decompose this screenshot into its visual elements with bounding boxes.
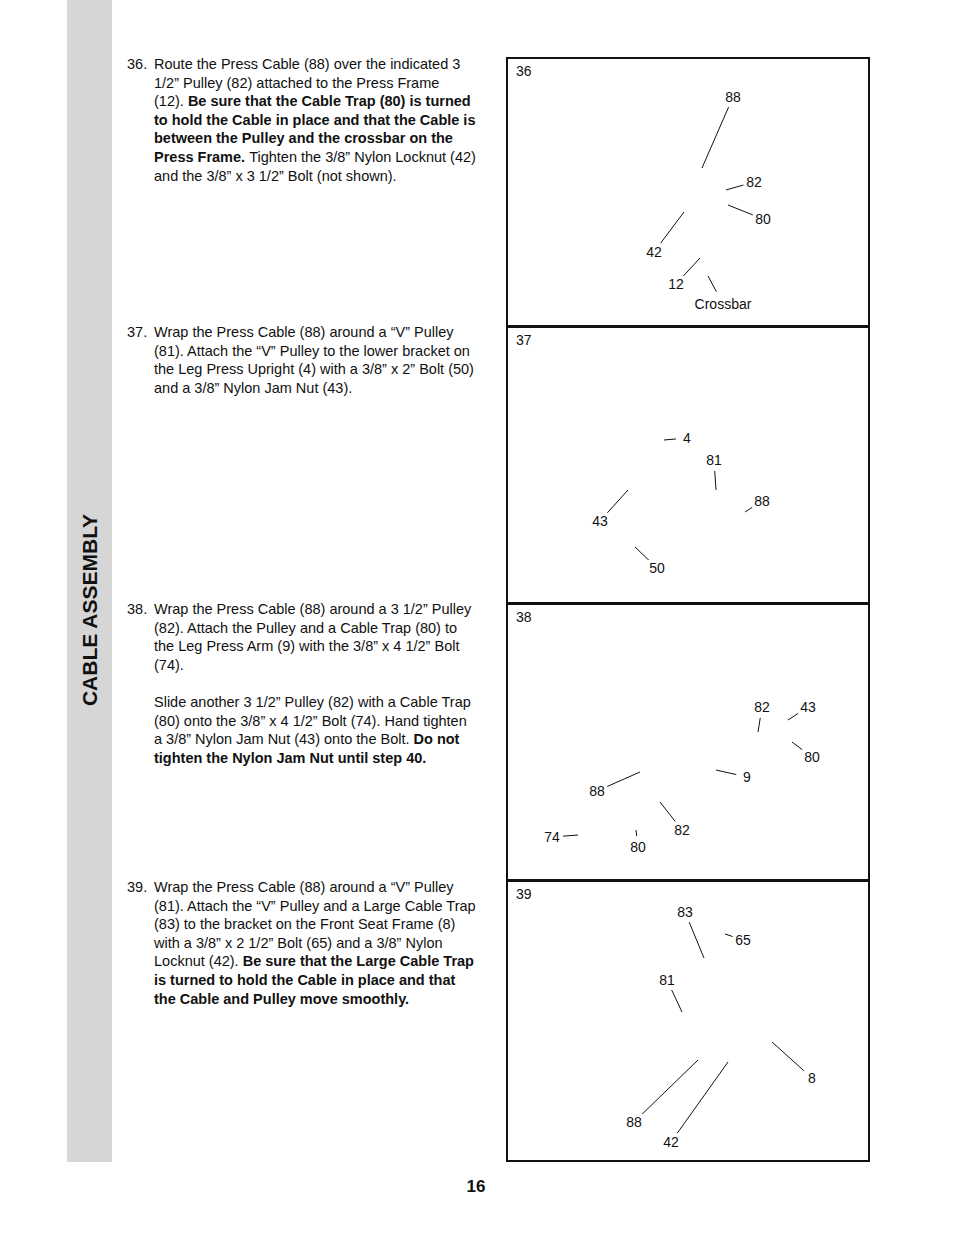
leader-line — [642, 1060, 698, 1114]
callout-number: 65 — [733, 932, 753, 948]
callout-number: 80 — [753, 211, 773, 227]
leader-line — [772, 1042, 804, 1071]
callout-number: 42 — [644, 244, 664, 260]
callout-number: 50 — [647, 560, 667, 576]
callout-number: 82 — [752, 699, 772, 715]
leader-line — [725, 934, 733, 937]
leader-line — [715, 471, 716, 490]
leader-line — [758, 718, 760, 732]
callout-number: 82 — [744, 174, 764, 190]
step-text: Wrap the Press Cable (88) around a “V” P… — [154, 323, 478, 397]
callout-number: 4 — [681, 430, 693, 446]
instruction-text: Wrap the Press Cable (88) around a 3 1/2… — [154, 601, 471, 673]
callout-number: 8 — [806, 1070, 818, 1086]
leader-line — [726, 185, 743, 190]
callout-number: 43 — [798, 699, 818, 715]
figure-panel: 39 — [506, 880, 870, 1162]
callout-number: 83 — [675, 904, 695, 920]
step-number: 37. — [127, 323, 147, 342]
page-number: 16 — [467, 1177, 486, 1197]
section-band: CABLE ASSEMBLY — [67, 0, 112, 1162]
step-text: Wrap the Press Cable (88) around a “V” P… — [154, 878, 478, 1008]
leader-line — [660, 802, 675, 821]
callout-number: 88 — [624, 1114, 644, 1130]
leader-line — [716, 770, 736, 775]
leader-line — [607, 490, 628, 513]
callout-number: 88 — [723, 89, 743, 105]
callout-number: 82 — [672, 822, 692, 838]
step-number: 36. — [127, 55, 147, 74]
step-text: Route the Press Cable (88) over the indi… — [154, 55, 478, 185]
figure-number: 39 — [516, 886, 532, 902]
figure-panel: 36 — [506, 57, 870, 327]
figure-panel: 37 — [506, 326, 870, 604]
callout-number: 80 — [628, 839, 648, 855]
callout-number: 88 — [587, 783, 607, 799]
callout-number: 9 — [741, 769, 753, 785]
callout-number: 12 — [666, 276, 686, 292]
leader-line — [664, 439, 676, 440]
step-number: 38. — [127, 600, 147, 619]
leader-line — [708, 276, 716, 292]
leader-line — [683, 258, 700, 276]
leader-line — [661, 212, 684, 243]
instruction-text: Wrap the Press Cable (88) around a “V” P… — [154, 324, 474, 396]
callout-number: 42 — [661, 1134, 681, 1150]
leader-line — [635, 547, 649, 560]
leader-line — [636, 830, 638, 836]
callout-number: 43 — [590, 513, 610, 529]
callout-number: 81 — [704, 452, 724, 468]
leader-line — [788, 713, 799, 720]
figure-number: 36 — [516, 63, 532, 79]
step-text: Slide another 3 1/2” Pulley (82) with a … — [154, 693, 478, 767]
step-text: Wrap the Press Cable (88) around a 3 1/2… — [154, 600, 478, 674]
leader-line — [702, 107, 729, 168]
step-number: 39. — [127, 878, 147, 897]
leader-line — [607, 772, 640, 787]
leader-line — [728, 205, 753, 215]
callout-number: 88 — [752, 493, 772, 509]
callout-number: 81 — [657, 972, 677, 988]
callout-number: Crossbar — [693, 296, 754, 312]
figure-number: 38 — [516, 609, 532, 625]
leader-line — [677, 1062, 728, 1133]
figure-number: 37 — [516, 332, 532, 348]
section-title: CABLE ASSEMBLY — [78, 514, 102, 706]
leader-line — [563, 835, 578, 836]
leader-line — [672, 990, 682, 1012]
leader-line — [689, 922, 704, 958]
callout-number: 74 — [542, 829, 562, 845]
callout-number: 80 — [802, 749, 822, 765]
